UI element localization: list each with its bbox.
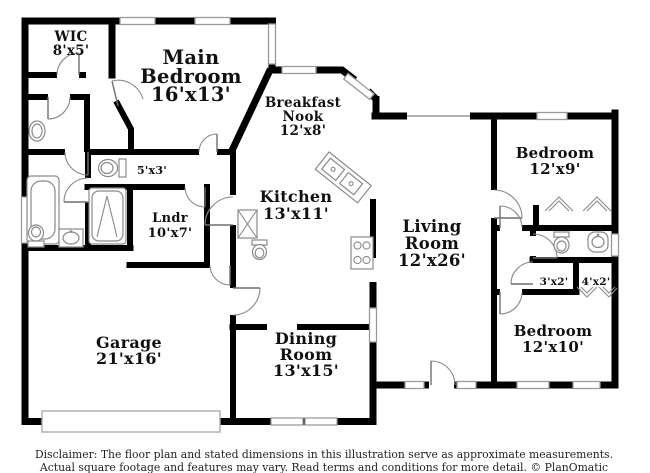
window-icon (456, 380, 477, 390)
svg-text:Living: Living (402, 217, 461, 236)
door-arc (510, 261, 534, 285)
room-label-hall-closet: 5'x3' (137, 164, 167, 177)
shower-icon (88, 187, 127, 245)
window-icon (342, 72, 375, 101)
svg-text:8'x5': 8'x5' (53, 43, 90, 59)
room-label-wic: WIC 8'x5' (53, 29, 90, 59)
footer-disclaimer: Disclaimer: The floor plan and stated di… (35, 448, 613, 473)
disclaimer-line-1: Disclaimer: The floor plan and stated di… (35, 448, 613, 461)
door-arc (56, 52, 80, 76)
svg-text:13'x11': 13'x11' (263, 204, 329, 223)
svg-text:Breakfast: Breakfast (265, 95, 342, 111)
garage-door (41, 410, 221, 433)
svg-text:10'x7': 10'x7' (148, 226, 193, 241)
svg-text:21'x16': 21'x16' (96, 349, 162, 368)
window-icon (404, 380, 425, 390)
door-arc (198, 133, 218, 153)
door-arc (209, 264, 231, 286)
fixtures-layer (26, 120, 618, 298)
svg-text:5'x3': 5'x3' (137, 164, 167, 177)
window-icon (270, 417, 304, 426)
door-arc (111, 79, 144, 100)
door-arc (63, 177, 89, 203)
svg-text:Garage: Garage (96, 333, 162, 352)
svg-text:Room: Room (405, 234, 460, 253)
svg-text:Nook: Nook (283, 109, 324, 125)
svg-text:Main: Main (162, 46, 219, 69)
svg-text:3'x2': 3'x2' (540, 276, 569, 288)
window-icon (119, 16, 156, 26)
toilet-icon (251, 239, 268, 261)
svg-text:Room: Room (280, 345, 333, 364)
water-heater-icon (237, 209, 258, 239)
room-label-closet-4x2: 4'x2' (582, 276, 611, 288)
window-icon (536, 111, 568, 121)
window-icon (267, 23, 277, 65)
room-label-dining-room: Dining Room 13'x15' (273, 329, 339, 380)
room-label-bedroom-top: Bedroom 12'x9' (516, 144, 595, 178)
room-label-garage: Garage 21'x16' (96, 333, 162, 368)
labels-layer: WIC 8'x5' Main Bedroom 16'x13' Breakfast… (53, 29, 611, 380)
closet-rod-icon (576, 286, 618, 298)
window-icon (281, 65, 317, 75)
sink-icon (58, 228, 84, 248)
door-arc (499, 291, 523, 315)
svg-text:12'x26': 12'x26' (398, 251, 466, 270)
doors-layer (47, 52, 558, 386)
room-label-main-bedroom: Main Bedroom 16'x13' (140, 46, 242, 106)
windows-layer (20, 16, 620, 433)
disclaimer-line-2: Actual square footage and features may v… (39, 461, 608, 473)
door-arc (499, 205, 523, 229)
svg-text:WIC: WIC (53, 29, 87, 45)
door-arc (493, 189, 523, 219)
room-label-kitchen: Kitchen 13'x11' (260, 187, 333, 223)
svg-text:12'x8': 12'x8' (280, 123, 326, 139)
room-label-living-room: Living Room 12'x26' (398, 217, 466, 270)
svg-text:4'x2': 4'x2' (582, 276, 611, 288)
door-arc (532, 233, 558, 259)
svg-text:Bedroom: Bedroom (514, 322, 593, 340)
room-label-breakfast-nook: Breakfast Nook 12'x8' (265, 95, 342, 139)
svg-text:16'x13': 16'x13' (151, 83, 231, 106)
door-arc (47, 96, 71, 120)
closet-rod-icon (544, 196, 612, 212)
door-arc (64, 151, 89, 176)
toilet-icon (553, 231, 570, 254)
window-icon (610, 233, 620, 257)
svg-text:13'x15': 13'x15' (273, 361, 339, 380)
sink-icon (587, 231, 609, 253)
toilet-icon (97, 158, 127, 178)
window-icon (304, 417, 338, 426)
svg-text:Bedroom: Bedroom (516, 144, 595, 162)
window-icon (194, 16, 231, 26)
svg-text:Kitchen: Kitchen (260, 187, 333, 206)
svg-text:12'x9': 12'x9' (529, 160, 580, 178)
room-label-closet-3x2: 3'x2' (540, 276, 569, 288)
toilet-icon (27, 224, 45, 248)
door-arc (232, 287, 261, 316)
kitchen-sink-icon (314, 151, 373, 204)
window-icon (516, 380, 550, 390)
door-arc (184, 186, 206, 208)
svg-text:12'x10': 12'x10' (522, 338, 584, 356)
svg-text:Dining: Dining (275, 329, 337, 348)
window-icon (368, 307, 378, 343)
svg-text:Bedroom: Bedroom (140, 65, 242, 88)
room-label-bedroom-bottom: Bedroom 12'x10' (514, 322, 593, 356)
door-arc (204, 196, 234, 226)
window-icon (572, 380, 601, 390)
entry-door-arc (430, 360, 456, 386)
svg-text:Lndr: Lndr (152, 211, 188, 226)
room-label-laundry: Lndr 10'x7' (148, 211, 193, 241)
stove-icon (350, 236, 374, 270)
interior-walls (21, 72, 619, 425)
